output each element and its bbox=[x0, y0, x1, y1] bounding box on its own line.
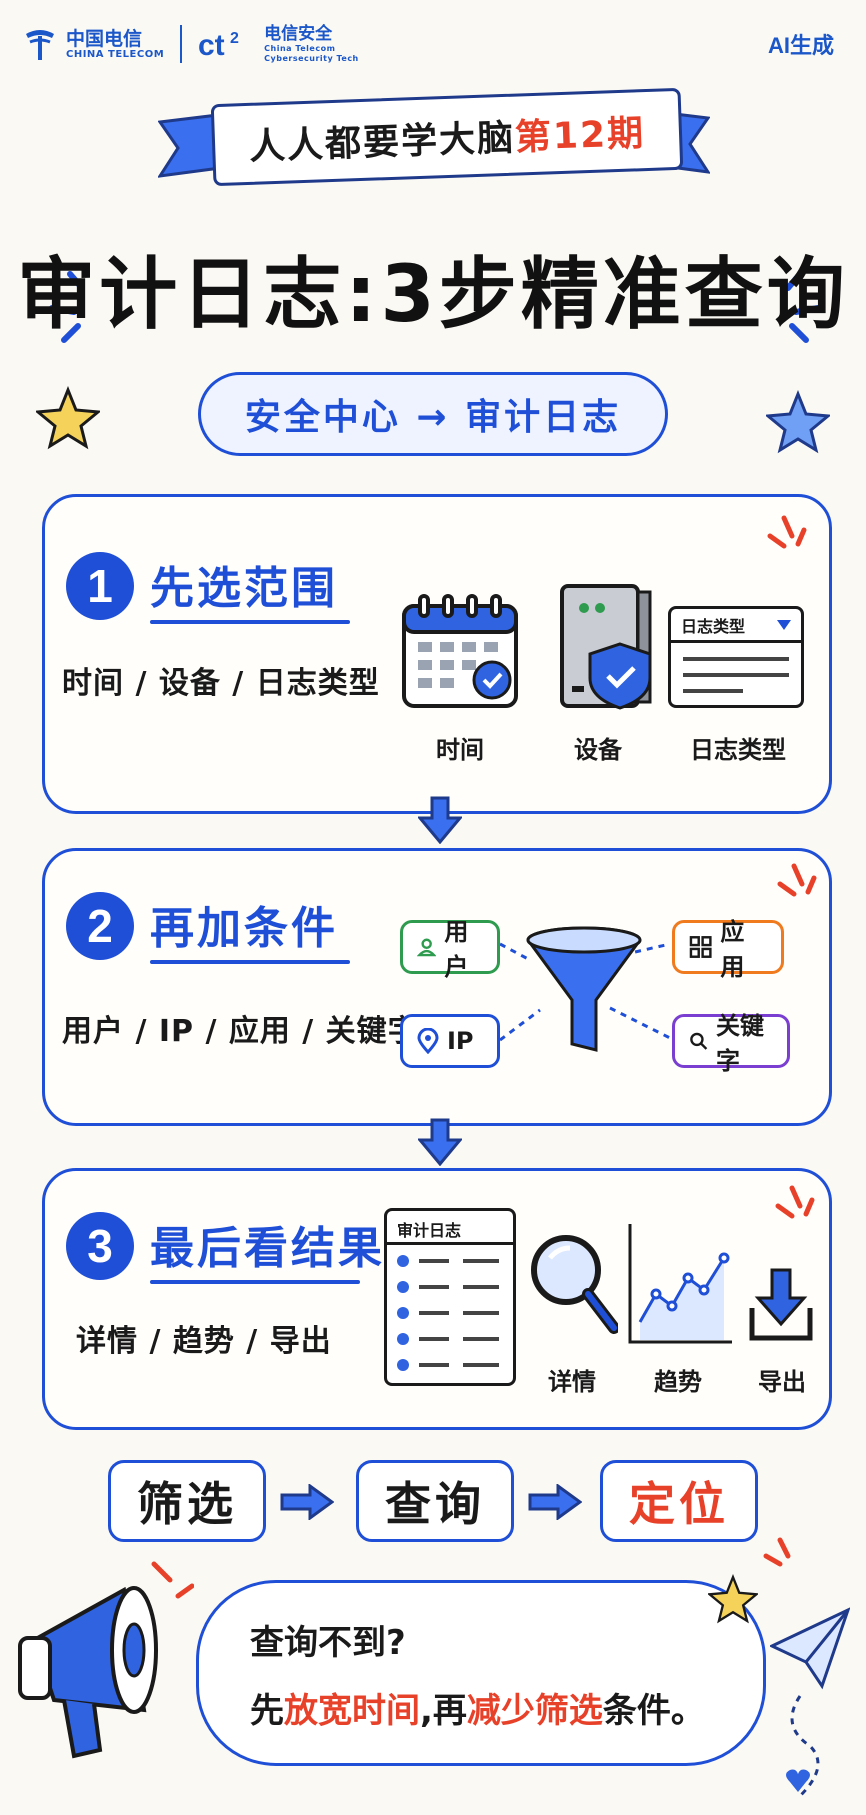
tip-highlight-time: 放宽时间 bbox=[284, 1691, 420, 1731]
step1-underline bbox=[150, 620, 350, 624]
audit-log-panel-title: 审计日志 bbox=[387, 1211, 513, 1245]
search-icon bbox=[690, 1032, 708, 1050]
log-type-label: 日志类型 bbox=[690, 736, 786, 764]
device-label: 设备 bbox=[574, 736, 622, 764]
series-banner: 人人都要学大脑 第12期 bbox=[210, 87, 684, 187]
time-label: 时间 bbox=[436, 736, 484, 764]
app-tag-label: 应用 bbox=[720, 918, 745, 981]
details-label: 详情 bbox=[548, 1368, 596, 1396]
tip-bubble bbox=[196, 1580, 766, 1766]
tip-answer: 先放宽时间,再减少筛选条件。 bbox=[250, 1683, 705, 1732]
step1-subtitle: 时间 / 设备 / 日志类型 bbox=[62, 666, 380, 701]
star-blue-icon bbox=[766, 390, 830, 454]
log-type-dropdown-icon: 日志类型 bbox=[668, 606, 804, 708]
paper-plane-icon bbox=[770, 1607, 850, 1798]
step3-underline bbox=[150, 1280, 360, 1284]
step3-title: 最后看结果 bbox=[150, 1223, 385, 1274]
sparkle-right-icon bbox=[785, 271, 821, 343]
user-tag: 用户 bbox=[400, 918, 500, 981]
sparkle-left-icon bbox=[49, 271, 85, 343]
alert-marks-icon bbox=[763, 1537, 791, 1567]
issue-number: 第12期 bbox=[514, 113, 646, 159]
export-download-icon bbox=[749, 1268, 813, 1341]
page-title: 审计日志:3步精准查询 bbox=[17, 250, 849, 340]
down-arrow-icon bbox=[418, 796, 462, 844]
export-label: 导出 bbox=[758, 1368, 806, 1396]
alert-marks-icon bbox=[775, 1185, 815, 1219]
star-yellow-icon bbox=[36, 386, 100, 450]
step2-title: 再加条件 bbox=[150, 903, 338, 954]
svg-text:2: 2 bbox=[230, 30, 239, 47]
cybersecurity-logo-en1: China Telecom bbox=[264, 44, 336, 53]
telecom-logo-cn: 中国电信 bbox=[66, 27, 143, 50]
navigation-path: 安全中心 → 审计日志 bbox=[198, 372, 668, 456]
dropdown-label: 日志类型 bbox=[681, 616, 746, 636]
tip-highlight-filters: 减少筛选 bbox=[466, 1691, 603, 1731]
step2-underline bbox=[150, 960, 350, 964]
ip-tag: IP bbox=[400, 1014, 500, 1068]
megaphone-icon bbox=[18, 1561, 194, 1759]
alert-marks-icon bbox=[777, 863, 817, 897]
ai-generated-tag: AI生成 bbox=[767, 33, 834, 58]
user-tag-label: 用户 bbox=[444, 918, 469, 981]
series-name: 人人都要学大脑 bbox=[248, 117, 516, 168]
step3-number: 3 bbox=[66, 1212, 134, 1280]
keyword-tag-label: 关键字 bbox=[716, 1012, 764, 1075]
flow-step-filter: 筛选 bbox=[108, 1460, 266, 1542]
flow-step-locate: 定位 bbox=[600, 1460, 758, 1542]
telecom-emblem-icon bbox=[26, 30, 54, 60]
ct2-logo-icon: ct 2 bbox=[198, 29, 239, 61]
svg-text:ct: ct bbox=[198, 29, 225, 61]
telecom-logo-en: CHINA TELECOM bbox=[66, 48, 165, 60]
step2-subtitle: 用户 / IP / 应用 / 关键字 bbox=[62, 1014, 419, 1049]
magnifier-icon bbox=[531, 1235, 618, 1334]
step1-number: 1 bbox=[66, 552, 134, 620]
trend-label: 趋势 bbox=[654, 1368, 702, 1396]
keyword-tag: 关键字 bbox=[672, 1012, 790, 1075]
log-list-icon bbox=[397, 1255, 499, 1371]
server-shield-icon bbox=[560, 584, 652, 710]
china-telecom-logo: 中国电信 CHINA TELECOM ct 2 电信安全 China Telec… bbox=[22, 24, 359, 64]
cybersecurity-logo-en2: Cybersecurity Tech bbox=[264, 54, 359, 63]
step3-subtitle: 详情 / 趋势 / 导出 bbox=[76, 1324, 332, 1359]
alert-marks-icon bbox=[767, 515, 807, 549]
funnel-icon bbox=[526, 926, 642, 1052]
filter-connectors bbox=[499, 942, 671, 1042]
triangle-down-icon bbox=[777, 619, 791, 630]
down-arrow-icon bbox=[418, 1118, 462, 1166]
flow-step-query: 查询 bbox=[356, 1460, 514, 1542]
calendar-icon bbox=[402, 594, 518, 708]
right-arrow-icon bbox=[280, 1484, 334, 1520]
tip-text: 先 bbox=[250, 1691, 284, 1731]
trend-chart-icon bbox=[628, 1224, 732, 1344]
user-icon bbox=[417, 938, 437, 957]
star-yellow-icon bbox=[708, 1574, 758, 1624]
tip-text: ,再 bbox=[420, 1691, 467, 1731]
app-grid-icon bbox=[689, 936, 712, 958]
cybersecurity-logo-cn: 电信安全 bbox=[264, 24, 333, 44]
step1-title: 先选范围 bbox=[150, 563, 338, 614]
location-pin-icon bbox=[417, 1028, 439, 1054]
tip-question: 查询不到? bbox=[250, 1623, 406, 1663]
step2-card bbox=[42, 848, 832, 1126]
right-arrow-icon bbox=[528, 1484, 582, 1520]
logo-divider bbox=[180, 25, 183, 63]
app-tag: 应用 bbox=[672, 918, 784, 981]
tip-text: 条件。 bbox=[602, 1691, 705, 1731]
audit-log-panel: 审计日志 bbox=[384, 1208, 516, 1386]
ip-tag-label: IP bbox=[447, 1027, 474, 1055]
step2-number: 2 bbox=[66, 892, 134, 960]
